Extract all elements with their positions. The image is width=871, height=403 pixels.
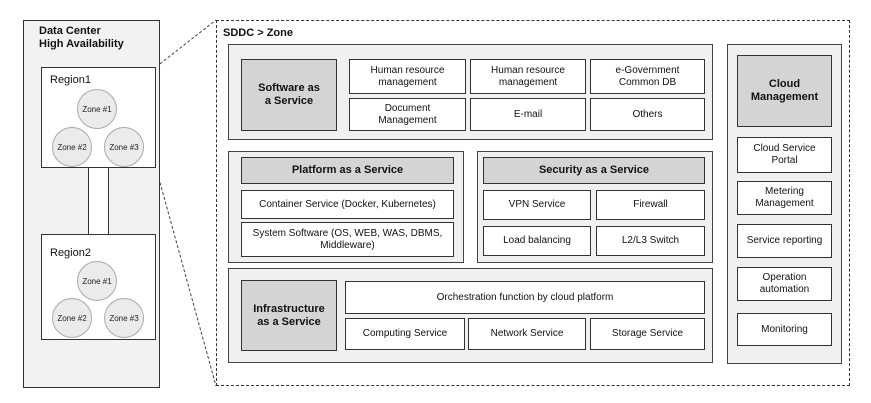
data-center-title: Data Center — [39, 25, 101, 37]
secaas-label: Security as a Service — [483, 157, 705, 184]
cm-item-portal: Cloud Service Portal — [737, 137, 832, 173]
secaas-item-switch: L2/L3 Switch — [596, 226, 705, 256]
saas-item-hr2: Human resource management — [470, 59, 586, 94]
region1-zone2: Zone #2 — [52, 127, 92, 167]
iaas-item-storage: Storage Service — [590, 318, 705, 350]
saas-label: Software as a Service — [241, 59, 337, 131]
region2-label: Region2 — [50, 247, 91, 259]
paas-item-syssoftware: System Software (OS, WEB, WAS, DBMS, Mid… — [241, 222, 454, 257]
saas-item-hr1: Human resource management — [349, 59, 466, 94]
secaas-item-firewall: Firewall — [596, 190, 705, 220]
region-link — [88, 168, 109, 234]
region2-zone2: Zone #2 — [52, 298, 92, 338]
cm-item-monitoring: Monitoring — [737, 313, 832, 346]
paas-item-container: Container Service (Docker, Kubernetes) — [241, 190, 454, 219]
saas-item-egov: e-Government Common DB — [590, 59, 705, 94]
region1-zone1: Zone #1 — [77, 89, 117, 129]
iaas-item-network: Network Service — [468, 318, 586, 350]
cloud-management-label: Cloud Management — [737, 55, 832, 127]
sddc-zone-title: SDDC > Zone — [223, 27, 293, 39]
data-center-subtitle: High Availability — [39, 38, 124, 50]
saas-item-doc: Document Management — [349, 98, 466, 131]
region2-zone1: Zone #1 — [77, 261, 117, 301]
iaas-orchestration: Orchestration function by cloud platform — [345, 281, 705, 314]
iaas-item-computing: Computing Service — [345, 318, 465, 350]
cm-item-metering: Metering Management — [737, 181, 832, 215]
cm-item-reporting: Service reporting — [737, 224, 832, 258]
secaas-item-vpn: VPN Service — [483, 190, 591, 220]
region1-label: Region1 — [50, 74, 91, 86]
saas-item-email: E-mail — [470, 98, 586, 131]
secaas-item-loadbalancing: Load balancing — [483, 226, 591, 256]
iaas-label: Infrastructure as a Service — [241, 280, 337, 351]
region2-zone3: Zone #3 — [104, 298, 144, 338]
paas-label: Platform as a Service — [241, 157, 454, 184]
region1-zone3: Zone #3 — [104, 127, 144, 167]
saas-item-others: Others — [590, 98, 705, 131]
cm-item-automation: Operation automation — [737, 267, 832, 301]
